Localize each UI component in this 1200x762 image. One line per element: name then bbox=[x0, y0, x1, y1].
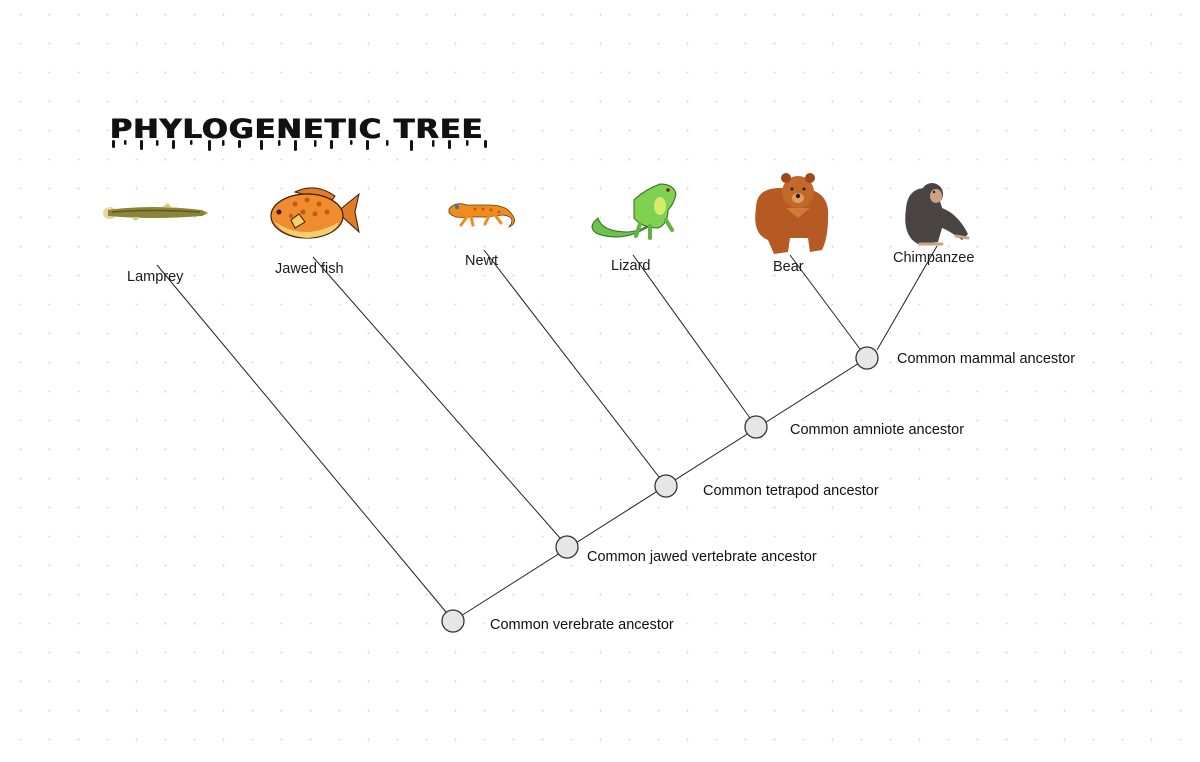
species-label-lizard: Lizard bbox=[611, 258, 651, 274]
node-label-mammal-ancestor: Common mammal ancestor bbox=[897, 351, 1076, 367]
branch-chimpanzee bbox=[876, 245, 938, 351]
node-amniote-ancestor[interactable] bbox=[744, 415, 768, 439]
node-label-jawed-vertebrate-ancestor: Common jawed vertebrate ancestor bbox=[587, 549, 817, 565]
branch-jawed-fish bbox=[312, 256, 561, 539]
node-vertebrate-ancestor[interactable] bbox=[441, 609, 465, 633]
jawed-fish-icon bbox=[270, 187, 360, 239]
bear-icon bbox=[755, 173, 829, 254]
branch-bear bbox=[789, 254, 861, 350]
lamprey-icon bbox=[103, 203, 208, 221]
node-label-vertebrate-ancestor: Common verebrate ancestor bbox=[490, 617, 674, 633]
branch-newt bbox=[483, 249, 660, 478]
chimpanzee-icon bbox=[905, 183, 970, 246]
node-jawed-vertebrate-ancestor[interactable] bbox=[555, 535, 579, 559]
title-drip-decoration bbox=[112, 140, 487, 151]
node-tetrapod-ancestor[interactable] bbox=[654, 474, 678, 498]
species-label-bear: Bear bbox=[773, 259, 804, 275]
node-mammal-ancestor[interactable] bbox=[855, 346, 879, 370]
node-label-tetrapod-ancestor: Common tetrapod ancestor bbox=[703, 483, 879, 499]
page-title: PHYLOGENETIC TREE bbox=[110, 114, 484, 145]
species-label-newt: Newt bbox=[465, 253, 499, 269]
branch-lizard bbox=[632, 254, 751, 419]
newt-icon bbox=[448, 203, 515, 228]
species-label-chimpanzee: Chimpanzee bbox=[893, 250, 975, 266]
species-label-jawed-fish: Jawed fish bbox=[275, 261, 344, 277]
branch-lamprey bbox=[156, 264, 447, 613]
node-label-amniote-ancestor: Common amniote ancestor bbox=[790, 422, 965, 438]
species-label-lamprey: Lamprey bbox=[127, 269, 184, 285]
lizard-icon bbox=[591, 183, 677, 240]
